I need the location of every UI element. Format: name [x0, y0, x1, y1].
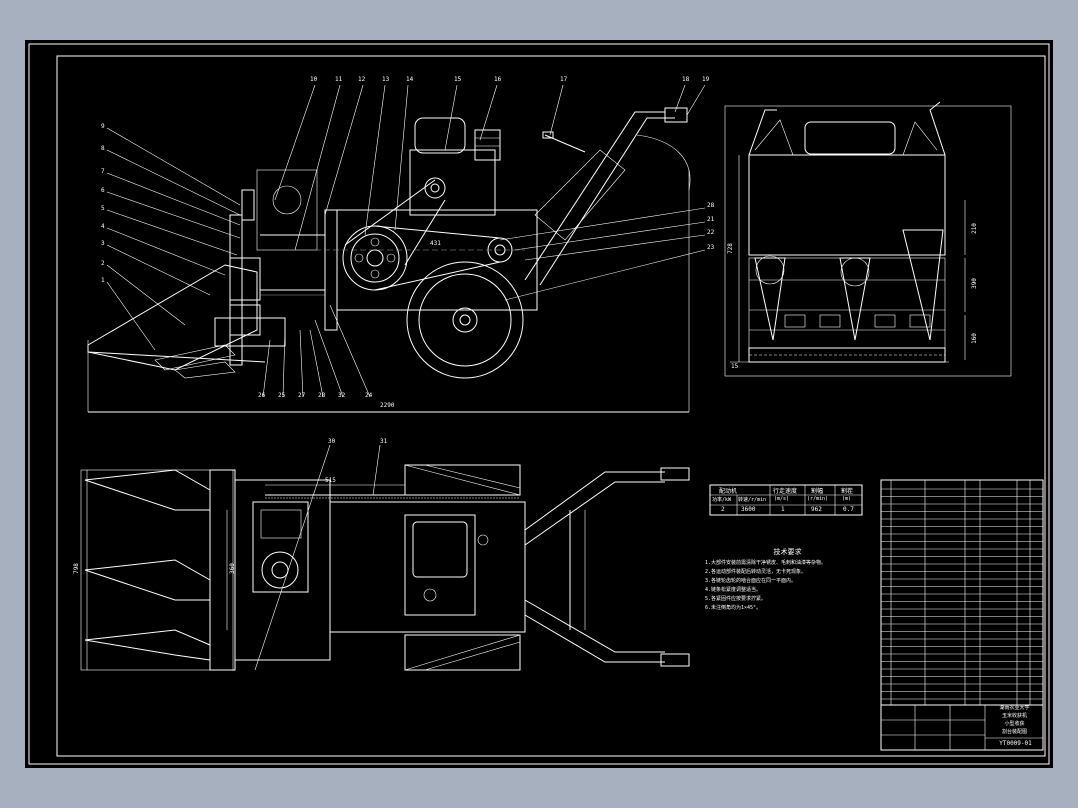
top-view — [80, 444, 690, 671]
outer-frame — [28, 43, 1050, 765]
spec-table — [709, 484, 863, 516]
inner-frame — [56, 55, 1046, 757]
cad-viewport[interactable]: 10 11 12 13 14 15 16 17 18 19 9 8 7 6 5 … — [25, 40, 1053, 768]
side-view — [87, 84, 706, 413]
parts-list — [880, 479, 1044, 706]
cad-drawing — [28, 43, 1050, 765]
title-block — [880, 704, 1044, 751]
front-view — [724, 101, 1012, 377]
